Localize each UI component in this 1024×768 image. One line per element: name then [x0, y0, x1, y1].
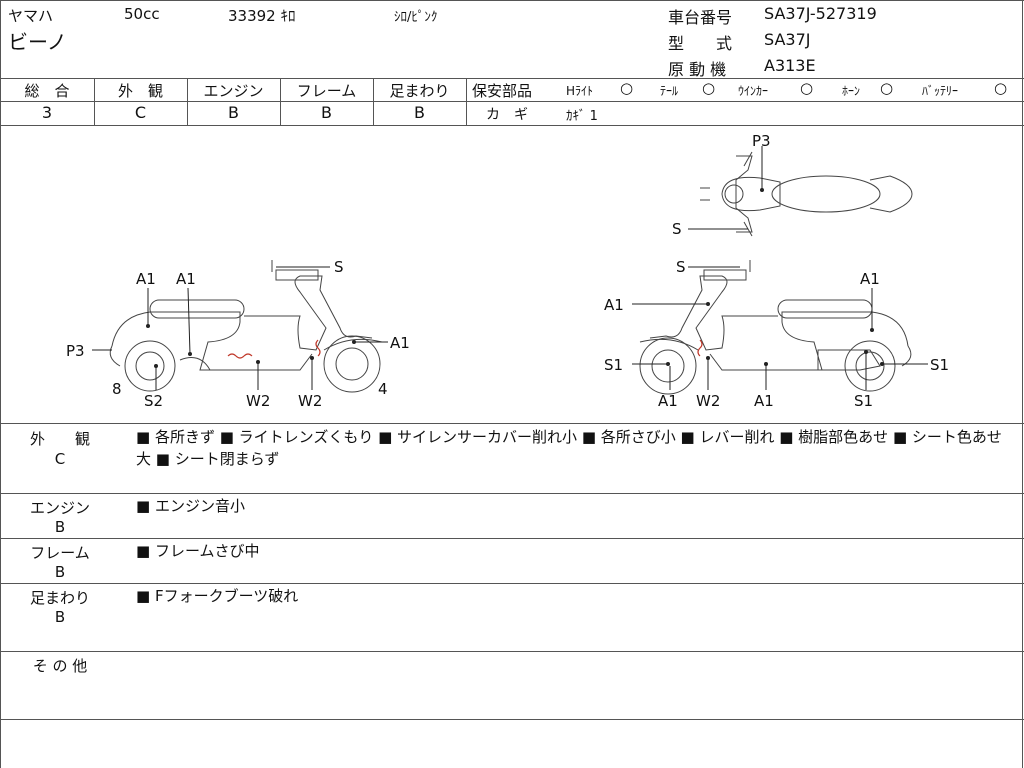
- diagram-label: S1: [854, 392, 873, 410]
- grade-value-frame: B: [321, 103, 332, 122]
- damage-mark-left-front: [315, 339, 321, 357]
- diagram-label: S: [676, 258, 686, 276]
- safety-item-tail: ﾃｰﾙ: [660, 84, 679, 98]
- scooter-left-view: [109, 260, 383, 393]
- grade-value-suspension: B: [414, 103, 425, 122]
- diagram-label: S1: [930, 356, 949, 374]
- divider: [0, 651, 1024, 652]
- diagram-label: S: [334, 258, 344, 276]
- scooter-top-view: [700, 151, 913, 237]
- type-value: SA37J: [764, 30, 811, 49]
- damage-mark-left: [227, 353, 253, 359]
- divider: [0, 493, 1024, 494]
- section-label: そ の 他: [32, 657, 88, 675]
- damage-mark-right-front: [697, 339, 703, 357]
- border-right: [1022, 0, 1023, 768]
- divider: [280, 78, 281, 125]
- section-label: エンジン: [29, 499, 90, 517]
- safety-item-headlight: Hﾗｲﾄ: [566, 84, 594, 98]
- section-label: 外 観: [29, 430, 90, 448]
- divider: [94, 78, 95, 125]
- section-label: 足まわり: [29, 589, 90, 607]
- divider: [373, 78, 374, 125]
- diagram-label: A1: [390, 334, 410, 352]
- safety-item-winker: ｳｲﾝｶｰ: [738, 84, 769, 98]
- damage-diagram: A1 A1 S A1 P3 8 S2 W2 W2 4 P3 S S A1 A1 …: [66, 132, 949, 410]
- key-label: カ ギ: [486, 107, 528, 123]
- diagram-label: W2: [696, 392, 720, 410]
- section-grade: B: [54, 608, 66, 626]
- engine-label: 原 動 機: [668, 60, 727, 79]
- diagram-label: 8: [112, 380, 122, 398]
- diagram-label: 4: [378, 380, 388, 398]
- safety-mark-tail: ○: [702, 79, 716, 97]
- safety-mark-headlight: ○: [620, 79, 634, 97]
- grade-value-exterior: C: [134, 103, 147, 122]
- safety-mark-winker: ○: [800, 79, 814, 97]
- model-name: ビーノ: [8, 30, 67, 54]
- diagram-label: A1: [860, 270, 880, 288]
- diagram-label: A1: [658, 392, 678, 410]
- mileage: 33392 ｷﾛ: [228, 7, 296, 25]
- displacement: 50cc: [124, 5, 160, 23]
- divider: [0, 78, 1024, 79]
- safety-item-battery: ﾊﾞｯﾃﾘｰ: [922, 84, 959, 98]
- section-text: ■ Fフォークブーツ破れ: [136, 587, 299, 605]
- engine-value: A313E: [764, 56, 816, 75]
- diagram-label: P3: [752, 132, 771, 150]
- grade-label-overall: 総 合: [24, 82, 70, 100]
- divider: [0, 583, 1024, 584]
- divider: [0, 538, 1024, 539]
- damage-marks: [227, 339, 703, 359]
- color: ｼﾛ/ﾋﾟﾝｸ: [394, 10, 438, 25]
- diagram-label: P3: [66, 342, 85, 360]
- diagram-label: A1: [136, 270, 156, 288]
- divider: [0, 719, 1024, 720]
- grade-label-suspension: 足まわり: [389, 82, 450, 100]
- grade-value-engine: B: [228, 103, 239, 122]
- scooter-right-view: [639, 260, 912, 395]
- diagram-label: A1: [176, 270, 196, 288]
- safety-mark-horn: ○: [880, 79, 894, 97]
- section-grade: C: [54, 450, 66, 468]
- key-value: ｶｷﾞ 1: [566, 109, 598, 124]
- diagram-label: S2: [144, 392, 163, 410]
- grade-value-overall: 3: [41, 103, 53, 122]
- section-text: ■ フレームさび中: [136, 542, 260, 560]
- safety-label: 保安部品: [472, 82, 533, 100]
- diagram-label: S1: [604, 356, 623, 374]
- grade-label-engine: エンジン: [203, 82, 264, 100]
- section-grade: B: [54, 518, 66, 536]
- section-text: ■ 各所きず ■ ライトレンズくもり ■ サイレンサーカバー削れ小 ■ 各所さび…: [136, 428, 1002, 468]
- border-left: [0, 0, 1, 768]
- divider: [0, 125, 1024, 126]
- grade-label-exterior: 外 観: [117, 82, 163, 100]
- diagram-label: W2: [246, 392, 270, 410]
- frame-no-label: 車台番号: [668, 8, 733, 27]
- safety-mark-battery: ○: [994, 79, 1008, 97]
- diagram-label: A1: [604, 296, 624, 314]
- divider: [0, 423, 1024, 424]
- diagram-label: S: [672, 220, 682, 238]
- divider: [0, 101, 1024, 102]
- diagram-label: A1: [754, 392, 774, 410]
- grade-label-frame: フレーム: [296, 82, 357, 100]
- section-grade: B: [54, 563, 66, 581]
- diagram-label: W2: [298, 392, 322, 410]
- type-label: 型 式: [668, 34, 733, 53]
- section-label: フレーム: [30, 544, 90, 562]
- divider: [466, 78, 467, 125]
- divider: [187, 78, 188, 125]
- border-top: [0, 0, 1024, 1]
- safety-item-horn: ﾎｰﾝ: [842, 84, 861, 98]
- frame-no: SA37J-527319: [764, 4, 877, 23]
- maker: ヤマハ: [8, 7, 54, 25]
- section-text: ■ エンジン音小: [136, 497, 245, 515]
